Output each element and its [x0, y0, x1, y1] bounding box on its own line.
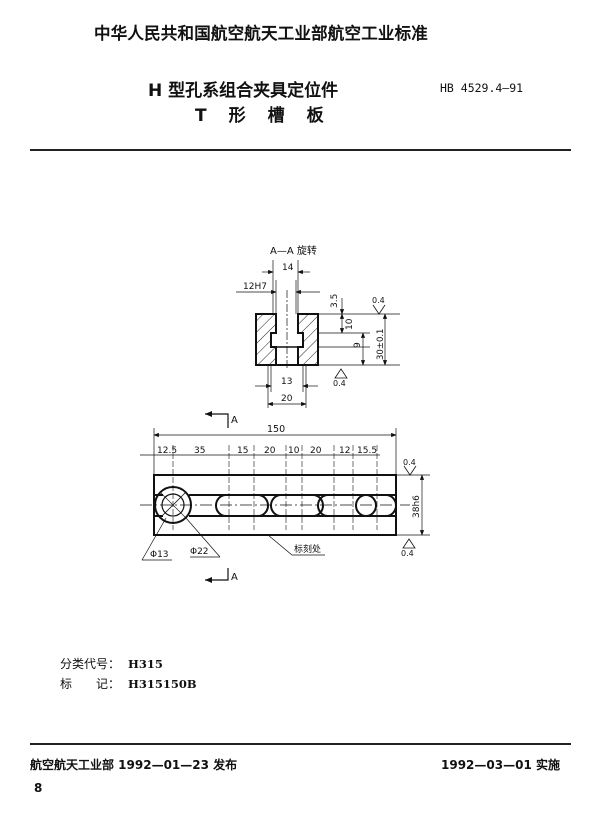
- roughness-top-plan: 0.4: [403, 458, 416, 467]
- roughness-top: 0.4: [372, 296, 385, 305]
- subtitle-part: 形: [228, 106, 246, 126]
- page-number: 8: [34, 781, 43, 795]
- section-marker-bottom: A: [231, 572, 238, 583]
- dim-chain-4: 10: [288, 446, 300, 456]
- dim-width: 38h6: [412, 495, 422, 518]
- footer-divider: [30, 743, 571, 745]
- subtitle-part: 槽: [267, 106, 285, 126]
- dim-chain-3: 20: [264, 446, 276, 456]
- effective-date: 1992—03—01 实施: [441, 758, 560, 772]
- dim-chain-5: 20: [310, 446, 322, 456]
- section-title: A—A 旋转: [270, 244, 317, 257]
- classification-row: 分类代号： H315: [60, 655, 163, 672]
- dim-chain-6: 12: [339, 446, 350, 456]
- classification-value: H315: [128, 657, 163, 671]
- dim-hole-outer: Φ22: [190, 547, 209, 557]
- standard-code: HB 4529.4—91: [440, 81, 524, 95]
- dim-chain-7: 15.5: [357, 446, 377, 456]
- marking-note: 标刻处: [294, 543, 321, 555]
- dim-lower-height: 9: [353, 342, 363, 348]
- dim-chain-2: 15: [237, 446, 248, 456]
- plan-view: A A: [140, 411, 430, 583]
- dim-upper-height: 10: [345, 318, 355, 330]
- technical-drawing: A—A 旋转 14 12H7 3.5 10 9 30±0.1: [140, 244, 430, 583]
- dim-bottom-width: 13: [281, 377, 292, 387]
- subtitle-part: T: [195, 106, 207, 126]
- dim-top-depth: 3.5: [330, 294, 340, 308]
- organization-title: 中华人民共和国航空航天工业部航空工业标准: [94, 24, 428, 43]
- dim-hole-inner: Φ13: [150, 550, 169, 560]
- standard-title: H 型孔系组合夹具定位件: [148, 81, 339, 101]
- roughness-bottom: 0.4: [333, 379, 346, 388]
- section-marker-top: A: [231, 415, 238, 426]
- roughness-bottom-plan: 0.4: [401, 549, 414, 558]
- header-divider: [30, 149, 571, 151]
- dim-overall-length: 150: [267, 424, 285, 435]
- marking-value: H315150B: [128, 677, 197, 691]
- dim-top-width: 14: [282, 263, 294, 273]
- section-view: A—A 旋转 14 12H7 3.5 10 9 30±0.1: [236, 244, 400, 408]
- dim-chain-1: 35: [194, 446, 205, 456]
- marking-label: 标 记：: [60, 677, 121, 691]
- dim-slot-width: 12H7: [243, 282, 267, 292]
- marking-row: 标 记： H315150B: [60, 675, 197, 692]
- dim-chain-0: 12.5: [157, 446, 177, 456]
- dim-overall-width: 20: [281, 394, 293, 404]
- issue-date: 航空航天工业部 1992—01—23 发布: [30, 758, 238, 772]
- subtitle-part: 板: [306, 106, 324, 126]
- dim-total-height: 30±0.1: [376, 329, 386, 360]
- classification-label: 分类代号：: [60, 657, 121, 671]
